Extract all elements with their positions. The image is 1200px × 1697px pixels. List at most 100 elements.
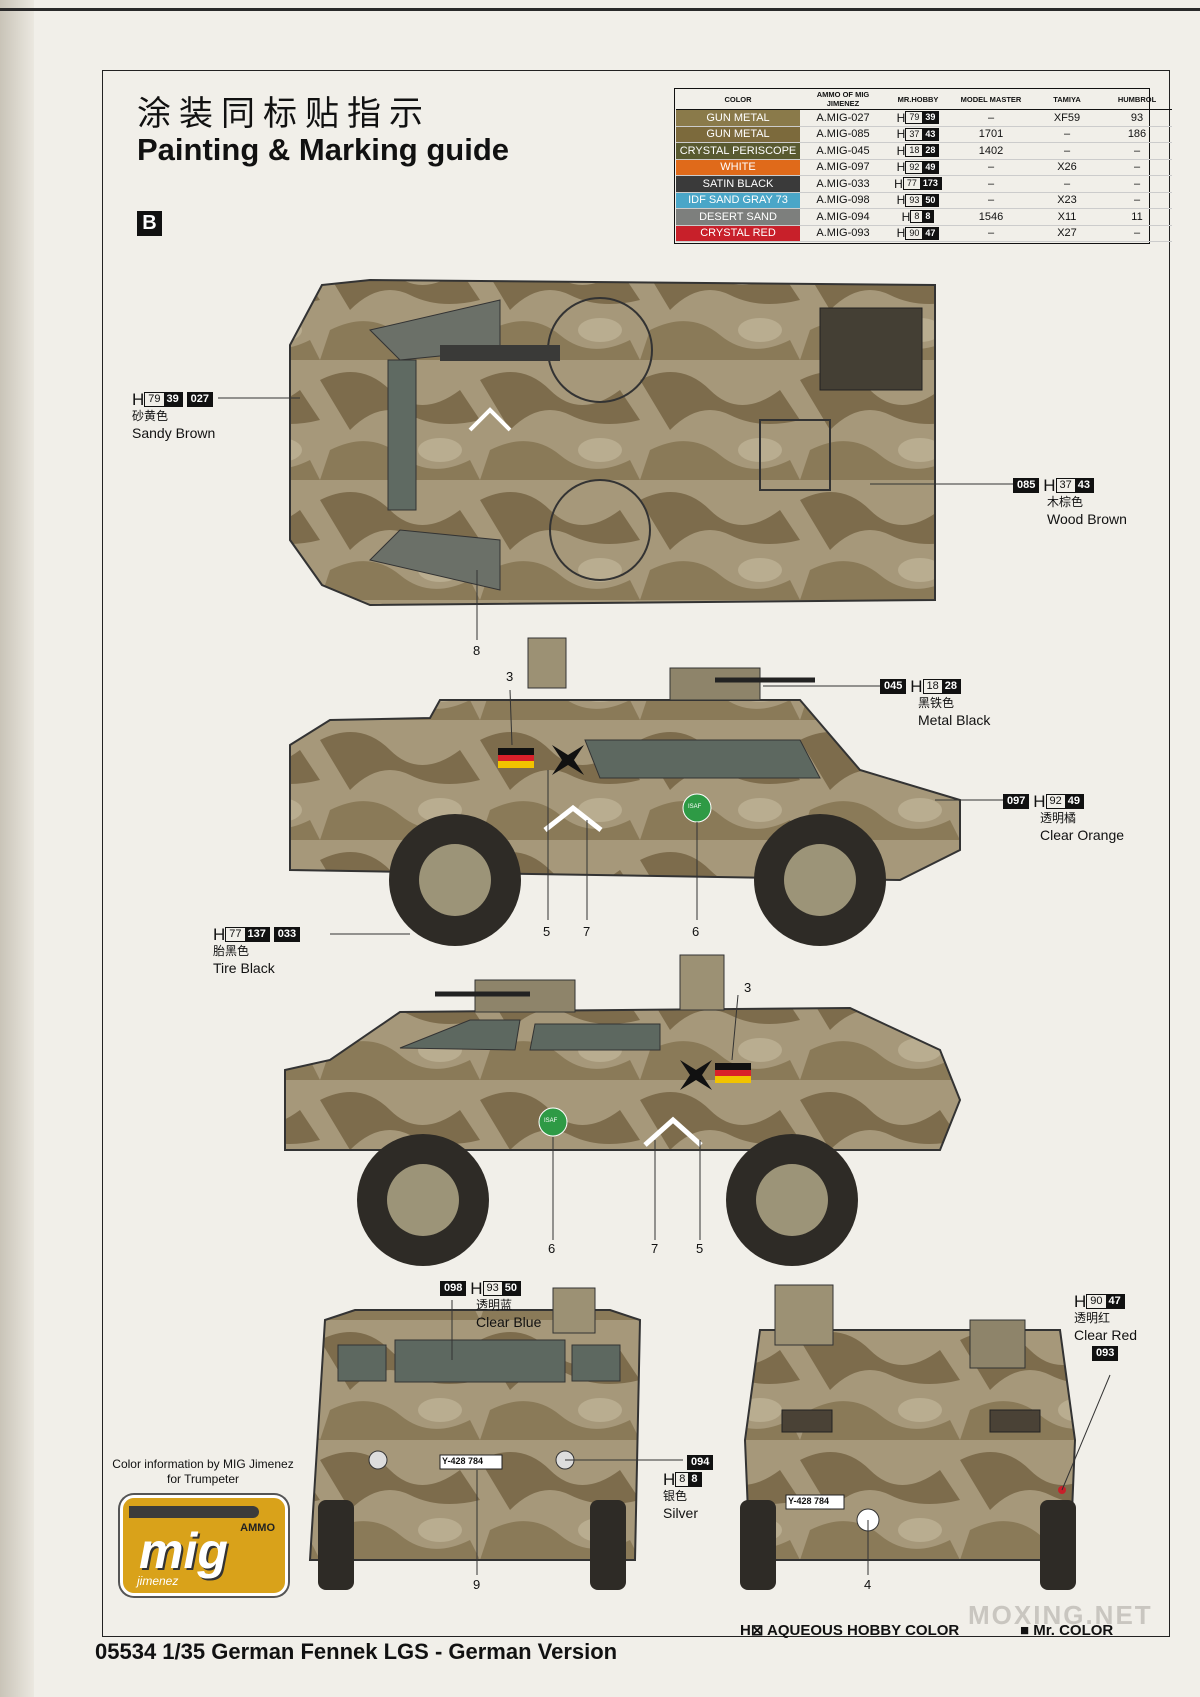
decal-number: 5 [696,1241,704,1256]
mig-code: 094 [687,1454,714,1470]
color-name-cell: CRYSTAL PERISCOPE [676,142,800,160]
watermark: MOXING.NET [968,1600,1153,1630]
color-name-cell: WHITE [676,159,800,176]
mig-code: 085 [1013,477,1040,493]
color-table-header: MR.HOBBY [886,89,950,110]
mig-ammo-logo: AMMO mig jimenez [120,1495,288,1596]
tamiya-cell: X23 [1032,192,1102,209]
h-number: 77 [906,178,917,189]
humbrol-cell: – [1102,142,1172,160]
mig-credit: Color information by MIG Jimenez for Tru… [112,1457,294,1486]
front-view-vehicle [308,1287,642,1590]
color-name-cell: CRYSTAL RED [676,225,800,242]
mig-code-cell: A.MIG-085 [800,126,886,143]
mig-code-cell: A.MIG-033 [800,175,886,193]
mig-code: 045 [880,678,907,694]
h-number: 92 [909,161,920,172]
legend-mr-color: ■ Mr. COLOR [1020,1622,1114,1639]
color-table-header: AMMO OF MIG JIMENEZ [800,89,886,110]
isaf-emblem: ISAF [688,804,702,810]
footer-title: 05534 1/35 German Fennek LGS - German Ve… [95,1639,618,1664]
humbrol-cell: – [1102,192,1172,209]
h-number: 37 [909,128,920,139]
h-number: 18 [909,145,920,156]
top-view-vehicle [289,278,936,607]
humbrol-cell: – [1102,159,1172,176]
side-view-left-vehicle [289,637,961,946]
page-frame [102,70,1170,1637]
color-table-header: HUMBROL [1102,89,1172,110]
decal-number: 6 [548,1241,556,1256]
title-chinese: 涂装同标贴指示 [137,94,431,134]
tamiya-cell: – [1032,175,1102,193]
h-number: 8 [914,211,920,222]
model-master-cell: – [950,225,1032,242]
h-number: 50 [922,194,939,206]
h-number: 79 [909,112,920,123]
tamiya-cell: – [1032,126,1102,143]
mig-code: 033 [273,926,301,942]
title-english: Painting & Marking guide [137,132,510,167]
mig-code: 027 [186,391,214,407]
model-master-cell: – [950,109,1032,127]
h-number: 49 [922,161,939,173]
humbrol-cell: 93 [1102,109,1172,127]
rear-license-plate: Y-428 784 [788,1496,830,1506]
decal-number: 9 [473,1577,481,1592]
tamiya-cell: X11 [1032,208,1102,226]
mig-code: 098 [440,1280,467,1296]
front-license-plate: Y-428 784 [442,1456,484,1466]
bullet-icon [129,1506,259,1518]
humbrol-cell: 186 [1102,126,1172,143]
mig-code-cell: A.MIG-098 [800,192,886,209]
mig-code-cell: A.MIG-027 [800,109,886,127]
tamiya-cell: X27 [1032,225,1102,242]
humbrol-cell: 11 [1102,208,1172,226]
decal-number: 3 [744,980,752,995]
mig-code-cell: A.MIG-094 [800,208,886,226]
mig-code-cell: A.MIG-093 [800,225,886,242]
model-master-cell: 1546 [950,208,1032,226]
decal-number: 5 [543,924,551,939]
color-name-cell: SATIN BLACK [676,175,800,193]
mig-code-cell: A.MIG-045 [800,142,886,160]
tamiya-cell: – [1032,142,1102,160]
leader-line [731,994,739,1061]
color-table-header: TAMIYA [1032,89,1102,110]
tamiya-cell: XF59 [1032,109,1102,127]
section-badge: B [137,211,162,236]
h-number: 8 [922,211,934,223]
humbrol-cell: – [1102,225,1172,242]
rear-view-vehicle [740,1284,1077,1590]
model-master-cell: 1402 [950,142,1032,160]
legend-aqueous: H⊠ AQUEOUS HOBBY COLOR [740,1622,960,1639]
model-master-cell: – [950,159,1032,176]
model-master-cell: 1701 [950,126,1032,143]
color-table-header: MODEL MASTER [950,89,1032,110]
isaf-emblem: ISAF [544,1118,558,1124]
model-master-cell: – [950,175,1032,193]
top-rule [0,8,1200,11]
